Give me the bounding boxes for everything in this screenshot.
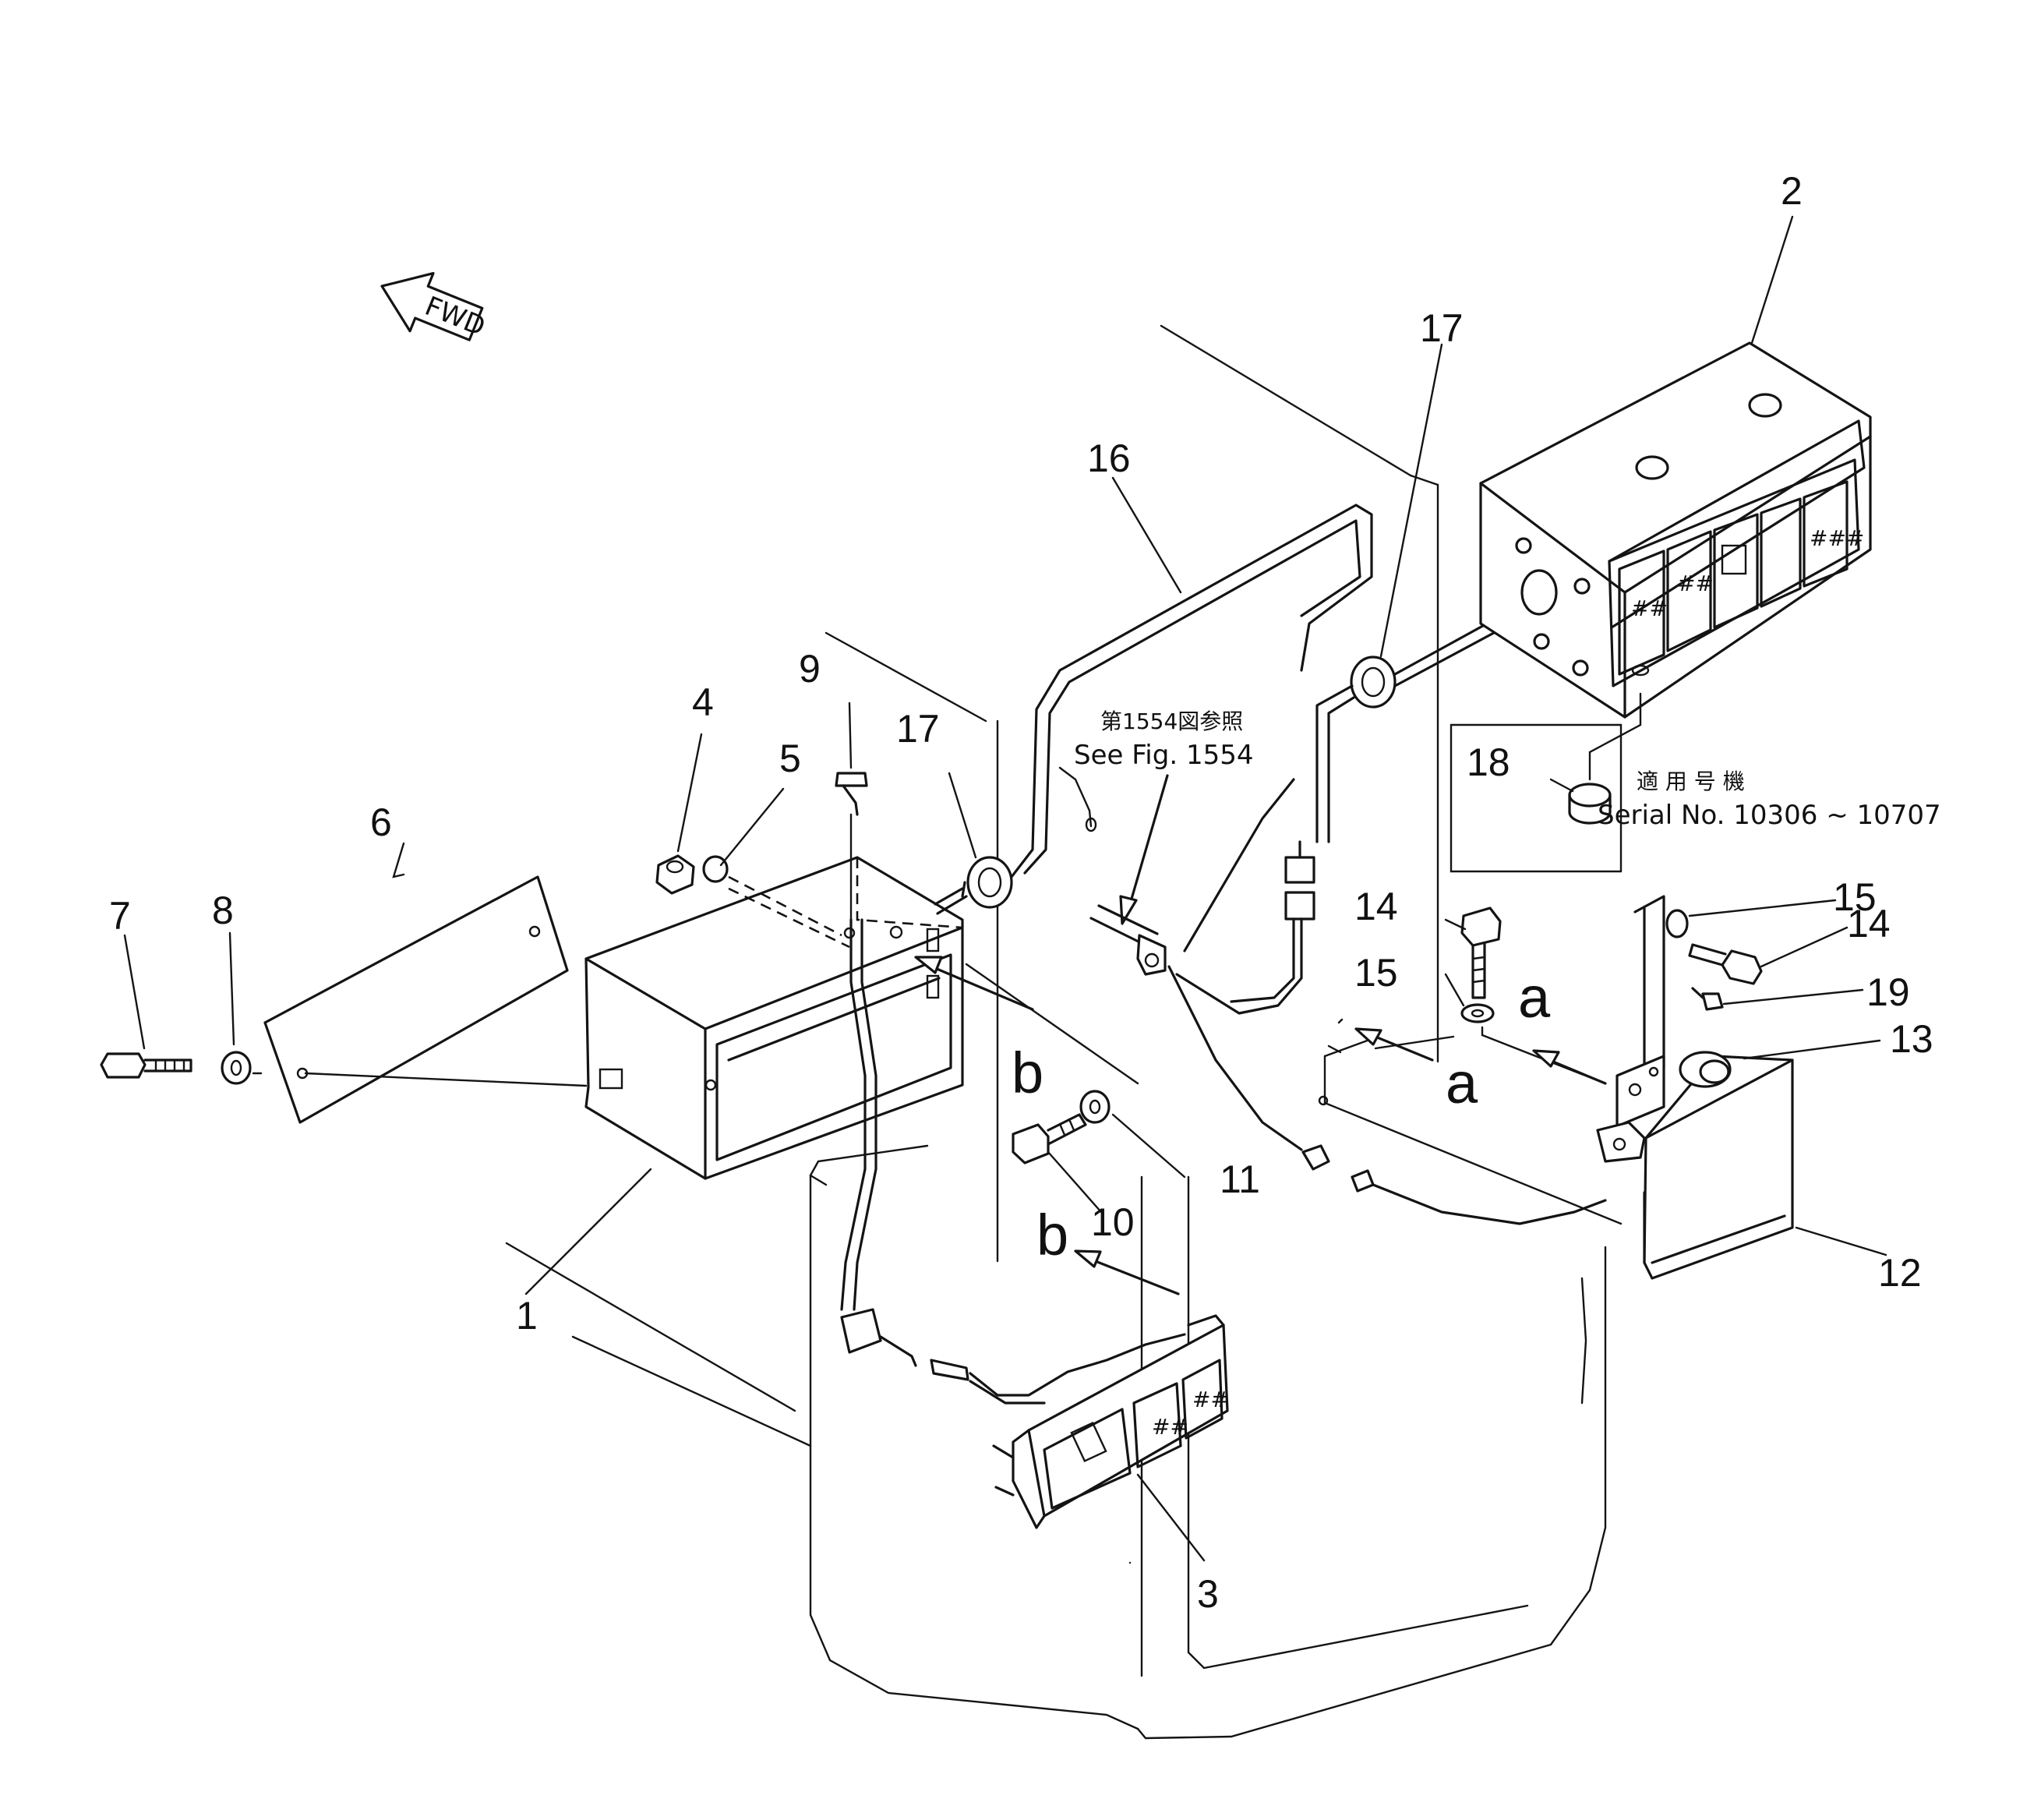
lock-washer-part-5 [702,855,842,937]
callout-1: 1 [516,1294,538,1338]
bolt-part-10 [1012,1113,1087,1164]
console-box-part-2: ## ## ### [1479,341,1872,719]
callout-12: 12 [1878,1251,1922,1295]
callout-3: 3 [1197,1572,1219,1616]
washer-part-15-right [1665,909,1689,938]
grommet-part-17-right [1350,656,1397,709]
callout-10: 10 [1091,1200,1135,1244]
reference-note-en: See Fig. 1554 [1074,740,1253,771]
callout-15-right: 15 [1833,875,1877,919]
callout-19: 19 [1866,970,1910,1014]
svg-text:##: ## [1631,595,1668,621]
svg-text:##: ## [1152,1414,1188,1440]
serial-note: 適 用 号 機 Serial No. 10306 ~ 10707 [1598,769,1941,831]
callout-15-center: 15 [1354,951,1398,995]
callout-16: 16 [1087,436,1131,480]
nut-part-4 [655,854,695,895]
callout-18: 18 [1467,740,1510,784]
bracket-view-a [1318,1018,1623,1225]
view-letter-a-lower: a [1446,1051,1478,1115]
cover-plate-part-6 [252,875,588,1124]
leader-lines [123,215,1887,1564]
serial-note-jp: 適 用 号 機 [1637,769,1745,794]
switch-part-13 [1679,1051,1732,1088]
serial-note-en: Serial No. 10306 ~ 10707 [1598,800,1941,831]
clip-part-9 [835,772,868,921]
callout-6: 6 [370,800,392,844]
cap-part-18 [1549,778,1612,825]
bolt-part-14-right [1688,943,1763,985]
view-letter-b-upper: b [1012,1041,1043,1105]
washer-part-11 [1079,1090,1111,1124]
washer-part-8 [221,1051,252,1085]
grommet-part-17-left [961,856,1013,909]
callout-4: 4 [692,680,714,724]
pin-part-19 [1691,987,1724,1011]
callout-14-right: 14 [1847,902,1891,945]
switch-panel-part-3: ## ## [840,918,1229,1529]
callout-numbers: 1 2 3 4 5 6 7 8 9 10 11 12 13 14 14 15 1… [109,169,1933,1616]
svg-text:###: ### [1810,525,1864,551]
view-letter-b-lower: b [1036,1203,1068,1267]
console-box-part-1 [584,856,964,1180]
view-letter-a-upper: a [1518,965,1551,1030]
view-letters: a a b b [1012,965,1551,1267]
callout-7: 7 [109,894,131,938]
view-b-arrows [914,956,1180,1295]
callout-17-left: 17 [896,707,940,751]
svg-text:##: ## [1677,571,1714,596]
callout-13: 13 [1890,1017,1933,1061]
wire-harness-part-16 [934,504,1607,1225]
callout-11: 11 [1220,1157,1260,1201]
bolt-part-7 [100,1052,192,1079]
callout-8: 8 [212,889,234,932]
callout-5: 5 [779,737,801,780]
callout-14-center: 14 [1354,885,1398,928]
callout-2: 2 [1781,169,1803,213]
bracket-part-12 [1596,895,1794,1280]
reference-note: 第1554図参照 See Fig. 1554 [1074,709,1253,771]
svg-text:##: ## [1192,1387,1229,1412]
reference-note-jp: 第1554図参照 [1100,709,1243,734]
bolt-part-14-center [1460,906,1502,999]
washer-part-15-center [1460,1003,1495,1023]
callout-17-right: 17 [1420,306,1464,350]
serial-inset-box [1450,692,1642,873]
fwd-arrow-icon: FWD [380,272,489,343]
callout-9: 9 [799,647,821,691]
